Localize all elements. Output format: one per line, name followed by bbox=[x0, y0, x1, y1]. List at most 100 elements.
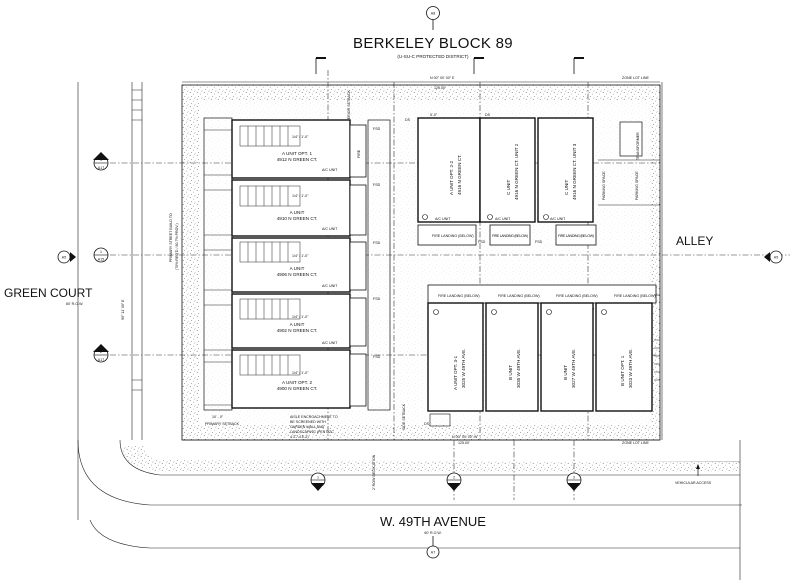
top-marker-label: A8 bbox=[431, 12, 435, 16]
zone-lot-line-south-label: ZONE LOT LINE bbox=[622, 441, 649, 445]
svg-text:1: 1 bbox=[100, 158, 102, 162]
svg-text:FSD: FSD bbox=[478, 240, 486, 244]
north-unit-3-name: C UNIT bbox=[564, 179, 569, 195]
svg-text:1/4" / 1'-0": 1/4" / 1'-0" bbox=[292, 371, 309, 375]
svg-text:A/C UNIT: A/C UNIT bbox=[435, 217, 451, 221]
west-unit-4-name: A UNIT bbox=[290, 322, 305, 327]
svg-text:FSD: FSD bbox=[373, 241, 381, 245]
svg-text:A16: A16 bbox=[315, 483, 321, 487]
south-unit-3-name: B UNIT bbox=[563, 365, 568, 380]
north-unit-1-name: A UNIT OPT. 2-2 bbox=[449, 160, 454, 195]
bottom-street-row: 60' R.O.W. bbox=[424, 531, 441, 535]
svg-text:A/C UNIT: A/C UNIT bbox=[322, 284, 338, 288]
left-street-name: GREEN COURT bbox=[4, 286, 93, 300]
svg-text:DS: DS bbox=[424, 422, 430, 426]
west-unit-5-address: 4900 N GREEN CT. bbox=[277, 386, 318, 391]
west-unit-4-address: 4902 N GREEN CT. bbox=[277, 328, 318, 333]
svg-text:AISLE ENCROACHMENT TO: AISLE ENCROACHMENT TO bbox=[290, 415, 338, 419]
parking-space-2-label: PARKING SPACE bbox=[635, 171, 639, 200]
primary-setback-dim: 10' - 0" bbox=[212, 415, 224, 419]
svg-text:A16: A16 bbox=[571, 483, 577, 487]
svg-text:FIRE LANDING (BELOW): FIRE LANDING (BELOW) bbox=[614, 294, 656, 298]
west-unit-1-address: 4912 N GREEN CT. bbox=[277, 157, 318, 162]
west-unit-2: 1/4" / 1'-0" A UNIT 4910 N GREEN CT. A/C… bbox=[231, 179, 367, 237]
west-unit-5: 1/4" / 1'-0" A UNIT OPT. 2 4900 N GREEN … bbox=[231, 349, 367, 409]
north-unit-3-address: 4916 N GREEN CT. UNIT 3 bbox=[572, 143, 577, 200]
svg-text:FIRE LANDING (BELOW): FIRE LANDING (BELOW) bbox=[492, 234, 528, 238]
west-unit-1-name: A UNIT OPT. 1 bbox=[282, 151, 312, 156]
build-to-pct: (70% REQ'D / 80.7% PROV.) bbox=[175, 223, 179, 270]
svg-text:A/C UNIT: A/C UNIT bbox=[495, 217, 511, 221]
svg-text:3: 3 bbox=[573, 476, 575, 480]
west-unit-3-name: A UNIT bbox=[290, 266, 305, 271]
svg-text:A5: A5 bbox=[774, 256, 778, 260]
svg-text:LANDSCAPING (PER DZC: LANDSCAPING (PER DZC bbox=[290, 430, 334, 434]
svg-text:FSD: FSD bbox=[373, 183, 381, 187]
south-bearing: N 00° 00' 00" W bbox=[452, 435, 478, 439]
svg-text:1: 1 bbox=[100, 250, 102, 254]
alley-name: ALLEY bbox=[676, 234, 713, 248]
row-dedication-label: 2' ROW DEDICATION bbox=[372, 454, 376, 490]
svg-text:A16: A16 bbox=[451, 483, 457, 487]
primary-setback-label: PRIMARY SETBACK bbox=[205, 422, 240, 426]
south-unit-4-address: 3023 W 49TH AVE. bbox=[628, 349, 633, 389]
sheet-title: BERKELEY BLOCK 89 bbox=[353, 35, 513, 52]
bottom-street-name: W. 49TH AVENUE bbox=[380, 514, 486, 529]
svg-text:FIRE LANDING (BELOW): FIRE LANDING (BELOW) bbox=[558, 234, 594, 238]
interior-setback-label: INTERIOR SETBACK bbox=[347, 89, 351, 125]
svg-text:DS: DS bbox=[485, 113, 491, 117]
svg-text:4.3.7.4.E.2): 4.3.7.4.E.2) bbox=[290, 435, 309, 439]
west-bearing: 90° 11' 00" E bbox=[121, 299, 125, 320]
svg-text:DS: DS bbox=[405, 118, 411, 122]
south-unit-1-address: 3025 W 49TH AVE. bbox=[461, 349, 466, 389]
south-unit-4-name: B UNIT OPT. 1 bbox=[620, 355, 625, 386]
svg-text:A/C UNIT: A/C UNIT bbox=[550, 217, 566, 221]
west-section-markers: 1 A17 1 A15 2 A17 A5 A5 bbox=[57, 152, 783, 363]
zone-lot-line-north-label: ZONE LOT LINE bbox=[622, 76, 649, 80]
svg-text:GARDEN WALL AND: GARDEN WALL AND bbox=[290, 425, 325, 429]
south-unit-3-address: 3027 W 49TH AVE. bbox=[571, 349, 576, 389]
bottom-marker-label: A7 bbox=[431, 551, 435, 555]
west-unit-2-address: 4910 N GREEN CT. bbox=[277, 216, 318, 221]
svg-text:2: 2 bbox=[453, 476, 455, 480]
west-unit-1: 1/4" / 1'-0" A UNIT OPT. 1 4912 N GREEN … bbox=[231, 119, 367, 179]
svg-text:A/C UNIT: A/C UNIT bbox=[322, 168, 338, 172]
vehicular-access: VEHICULAR ACCESS bbox=[675, 464, 712, 485]
svg-text:A/C UNIT: A/C UNIT bbox=[322, 341, 338, 345]
primary-build-to-label: PRIMARY STREET BUILD TO bbox=[169, 213, 173, 262]
svg-text:1: 1 bbox=[317, 476, 319, 480]
north-unit-1-address: 4916 N GREEN CT. bbox=[457, 154, 462, 195]
svg-text:1/4" / 1'-0": 1/4" / 1'-0" bbox=[292, 315, 309, 319]
west-unit-4: 1/4" / 1'-0" A UNIT 4902 N GREEN CT. A/C… bbox=[231, 293, 367, 349]
bottom-section-markers: 1 A16 2 A16 3 A16 bbox=[310, 472, 582, 491]
svg-text:FIRE LANDING (BELOW): FIRE LANDING (BELOW) bbox=[556, 294, 598, 298]
svg-text:1/4" / 1'-0": 1/4" / 1'-0" bbox=[292, 135, 309, 139]
bottom-section-marker: A7 bbox=[426, 536, 440, 559]
south-unit-row: FIRE LANDING (BELOW) FIRE LANDING (BELOW… bbox=[424, 284, 660, 427]
south-unit-2-name: B UNIT bbox=[508, 365, 513, 380]
north-unit-row: A UNIT OPT. 2-2 4916 N GREEN CT. C UNIT … bbox=[417, 113, 597, 246]
west-unit-3-address: 4906 N GREEN CT. bbox=[277, 272, 318, 277]
svg-text:FSD: FSD bbox=[373, 355, 381, 359]
north-dist: 125.00' bbox=[434, 86, 446, 90]
svg-text:FSD: FSD bbox=[373, 297, 381, 301]
svg-text:2: 2 bbox=[100, 350, 102, 354]
parking-space-1-label: PARKING SPACE bbox=[602, 171, 606, 200]
north-bearing: N 00° 00' 00" E bbox=[430, 76, 455, 80]
svg-text:A5: A5 bbox=[62, 256, 66, 260]
svg-text:A17: A17 bbox=[98, 358, 104, 362]
svg-text:A17: A17 bbox=[98, 166, 104, 170]
encroachment-note: AISLE ENCROACHMENT TO BE SCREENED WITH G… bbox=[290, 415, 338, 439]
svg-text:FIRE LANDING (BELOW): FIRE LANDING (BELOW) bbox=[432, 234, 474, 238]
svg-text:A/C UNIT: A/C UNIT bbox=[322, 227, 338, 231]
top-section-marker: A8 bbox=[426, 6, 440, 30]
svg-text:BE SCREENED WITH: BE SCREENED WITH bbox=[290, 420, 326, 424]
svg-text:5'-0": 5'-0" bbox=[430, 113, 438, 117]
svg-text:1/4" / 1'-0": 1/4" / 1'-0" bbox=[292, 194, 309, 198]
south-unit-1-name: A UNIT OPT. 3-1 bbox=[453, 355, 458, 390]
svg-text:VEHICULAR ACCESS: VEHICULAR ACCESS bbox=[675, 481, 712, 485]
left-street-row: 60' R.O.W. bbox=[66, 302, 83, 306]
svg-text:FIRE LANDING (BELOW): FIRE LANDING (BELOW) bbox=[498, 294, 540, 298]
south-dist: 125.00' bbox=[458, 441, 470, 445]
